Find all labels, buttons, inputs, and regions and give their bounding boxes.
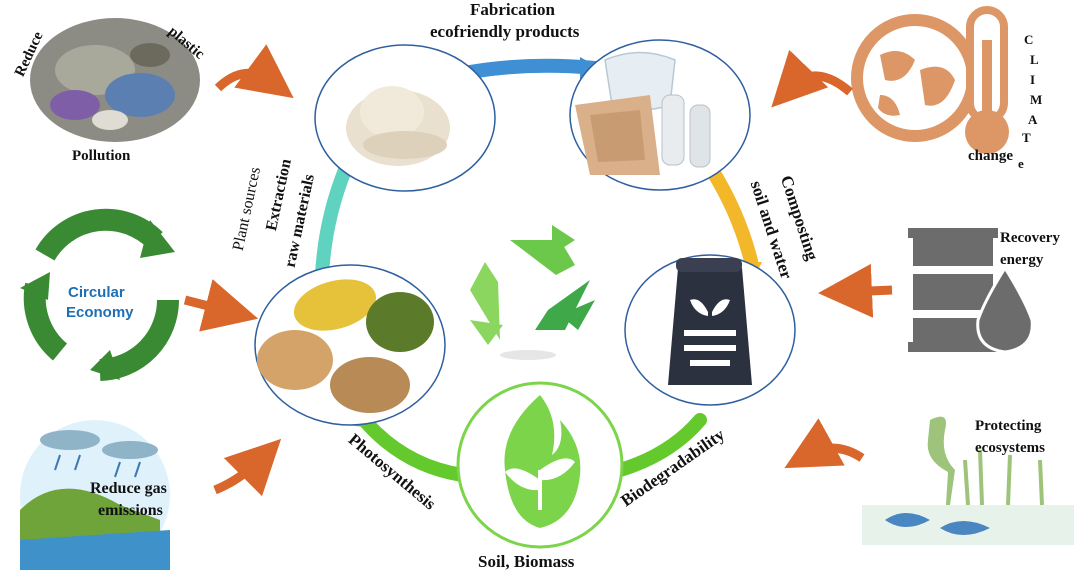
label-soil-biomass: Soil, Biomass <box>478 552 575 571</box>
label-emissions: emissions <box>98 502 163 519</box>
node-seeds <box>254 264 446 426</box>
cycle-ring <box>315 57 762 482</box>
node-powder <box>314 44 496 192</box>
seeds-icon <box>257 279 434 413</box>
oil-drop-icon <box>976 265 1034 354</box>
label-climate-e: e <box>1018 156 1024 171</box>
compost-bag-icon <box>668 258 752 385</box>
arc-green-right <box>613 413 707 477</box>
arc-blue <box>463 58 602 79</box>
arc-teal <box>315 163 352 282</box>
arc-yellow <box>705 163 759 272</box>
heron-icon <box>927 416 955 505</box>
label-change: change <box>968 148 1013 164</box>
panel-energy <box>908 228 1034 354</box>
label-climate-l: L <box>1030 52 1039 67</box>
label-fabrication: Fabrication <box>470 0 555 19</box>
arrow-ecosystems <box>784 418 865 469</box>
panel-gas-emissions <box>20 420 170 570</box>
green-flame-icon <box>504 395 581 528</box>
label-ecofriendly-products: ecofriendly products <box>430 22 580 41</box>
arrow-energy <box>818 263 893 318</box>
label-climate-a: A <box>1028 112 1038 127</box>
label-climate-i: I <box>1030 72 1036 87</box>
label-climate-m: M <box>1030 92 1043 107</box>
node-soil-biomass <box>456 381 624 549</box>
label-climate-c: C <box>1024 32 1034 47</box>
panel-pollution <box>30 18 200 142</box>
label-circular: Circular <box>68 284 125 301</box>
label-economy: Economy <box>66 304 134 321</box>
arrow-circular-economy <box>183 279 259 332</box>
label-ecosystems: ecosystems <box>975 440 1045 456</box>
label-recovery: Recovery <box>1000 230 1060 246</box>
panel-ecosystems <box>862 416 1074 545</box>
label-reduce-gas: Reduce gas <box>90 480 167 497</box>
arrow-pollution <box>214 44 294 99</box>
node-eco-products <box>569 39 751 191</box>
panel-circular-economy <box>20 208 179 381</box>
label-energy: energy <box>1000 252 1044 268</box>
arrow-climate <box>771 49 853 108</box>
globe-icon <box>851 14 979 142</box>
panel-climate <box>851 6 1009 154</box>
barrel-icon <box>908 228 998 352</box>
eco-products-icon <box>575 51 711 175</box>
thermometer-icon <box>965 6 1009 154</box>
recycle-icon <box>470 225 595 360</box>
label-climate-t: T <box>1022 130 1031 145</box>
label-pollution: Pollution <box>72 148 131 164</box>
arrow-gas-emissions <box>213 438 282 497</box>
node-compost-bag <box>624 254 796 406</box>
label-protecting: Protecting <box>975 418 1042 434</box>
